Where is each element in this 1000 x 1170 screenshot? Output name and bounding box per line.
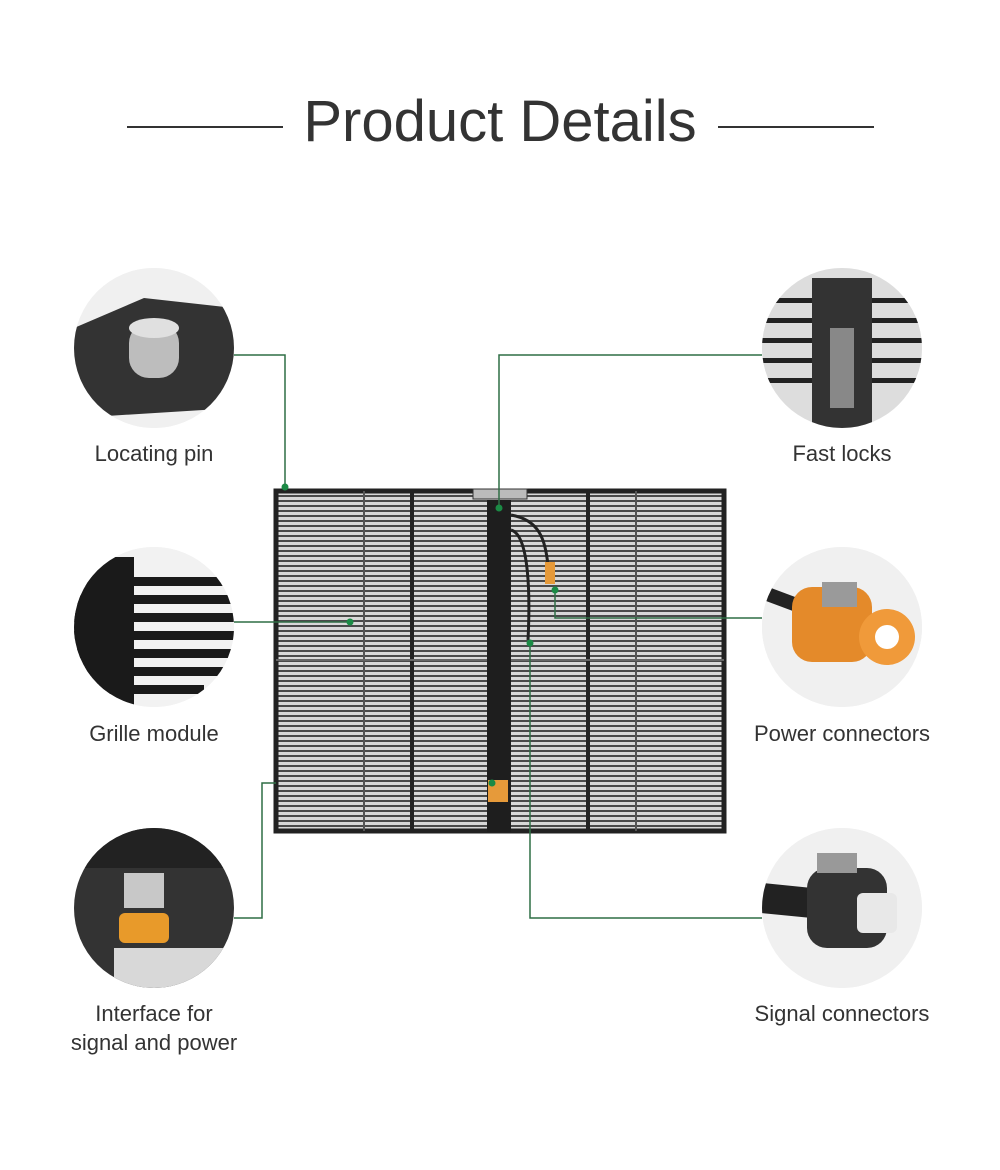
label-locating-pin: Locating pin — [94, 441, 214, 466]
label-interface-line1: Interface for — [95, 1001, 213, 1026]
led-panel — [273, 488, 727, 834]
interface-photo — [74, 828, 234, 988]
label-signal-connectors: Signal connectors — [754, 1001, 930, 1026]
label-grille-module: Grille module — [89, 721, 219, 746]
fast-lock-photo — [762, 268, 922, 428]
label-power-connectors: Power connectors — [753, 721, 931, 746]
leader-lines — [234, 354, 762, 919]
label-interface: Interface for signal and power — [34, 999, 274, 1057]
grille-module-photo — [74, 547, 234, 707]
label-fast-locks: Fast locks — [792, 441, 892, 466]
signal-connector-photo — [762, 828, 922, 988]
page-title: Product Details — [303, 89, 697, 154]
title-rule-right — [718, 126, 874, 128]
label-interface-line2: signal and power — [70, 1030, 238, 1055]
power-connector-photo — [762, 547, 922, 707]
leader-dots — [281, 483, 559, 787]
locating-pin-photo — [74, 268, 234, 428]
title-rule-left — [127, 126, 283, 128]
